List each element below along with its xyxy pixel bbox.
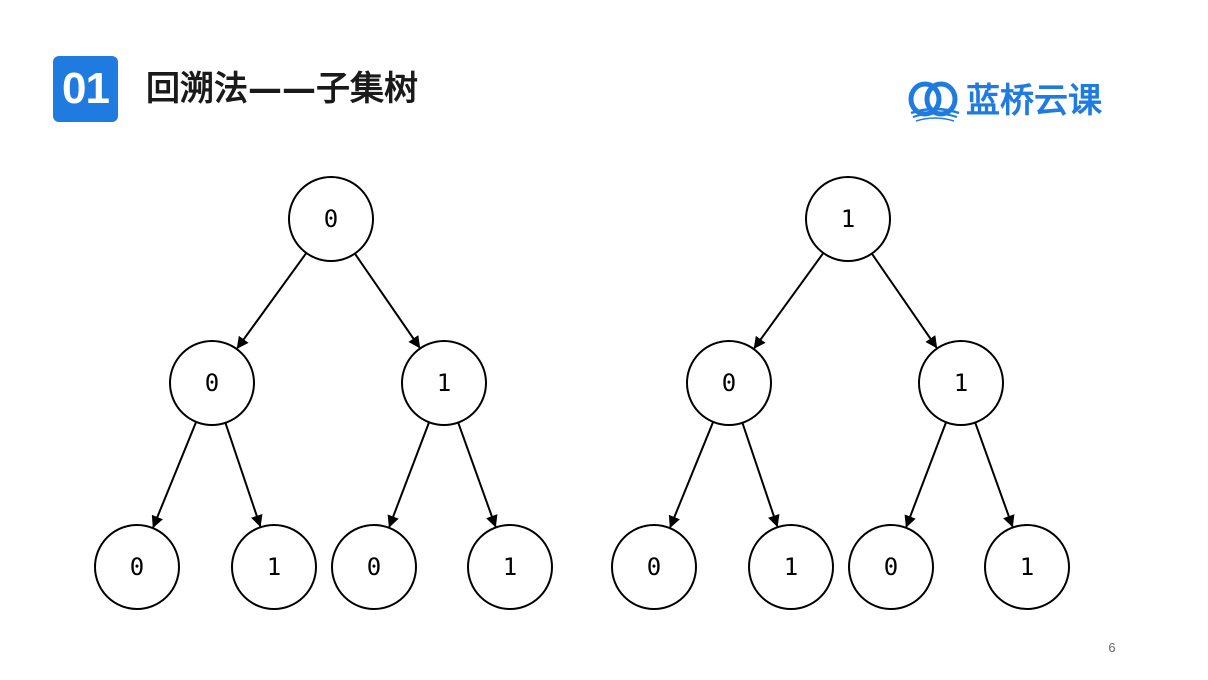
right-tree-level2-node-label: 0 [647, 553, 661, 581]
left-tree-level2-node-label: 0 [367, 553, 381, 581]
section-number-badge: 01 [53, 56, 118, 122]
left-tree-root-node: 0 [288, 176, 374, 262]
left-tree-level2-node: 0 [94, 524, 180, 610]
right-tree-root-node: 1 [805, 176, 891, 262]
right-tree-level2-node: 0 [848, 524, 934, 610]
right-tree-edge-l1-1-3 [974, 422, 1015, 528]
right-tree-edge-root-1 [871, 253, 938, 349]
left-tree-edge-root-0 [236, 252, 308, 350]
right-tree-level2-node: 1 [984, 524, 1070, 610]
left-tree-edge-l1-0-0 [151, 421, 198, 529]
left-tree-level2-node-label: 0 [130, 553, 144, 581]
right-tree-level1-node: 1 [918, 340, 1004, 426]
right-tree-edge-l1-0-0 [668, 421, 715, 529]
left-tree-edge-l1-1-3 [457, 422, 498, 528]
left-tree-level2-node: 1 [231, 524, 317, 610]
right-tree-level2-node-label: 1 [1020, 553, 1034, 581]
right-tree-level2-node: 0 [611, 524, 697, 610]
left-tree-level1-node-label: 0 [205, 369, 219, 397]
tree-edges [151, 252, 1015, 529]
left-tree-level2-node-circle [331, 524, 417, 610]
right-tree-level1-node: 0 [686, 340, 772, 426]
brand-name: 蓝桥云课 [966, 81, 1102, 121]
left-tree-edge-l1-0-1 [224, 422, 263, 528]
right-tree-level2-node-circle [748, 524, 834, 610]
right-tree-root-node-circle [805, 176, 891, 262]
left-tree-edge-root-1 [354, 253, 421, 349]
right-tree-edge-root-0 [753, 252, 825, 350]
left-tree-root-node-label: 0 [324, 205, 338, 233]
left-tree-level2-node-label: 1 [503, 553, 517, 581]
left-tree-level1-node: 0 [169, 340, 255, 426]
tree-nodes: 0 0 1 0 1 0 1 1 0 1 0 1 0 1 [94, 176, 1070, 610]
right-tree-level1-node-circle [686, 340, 772, 426]
left-tree-level2-node-circle [94, 524, 180, 610]
left-tree-level1-node-circle [401, 340, 487, 426]
right-tree-edge-l1-1-2 [904, 421, 948, 528]
left-tree-level2-node: 0 [331, 524, 417, 610]
right-tree-level2-node-circle [984, 524, 1070, 610]
right-tree-root-node-label: 1 [841, 205, 855, 233]
right-tree-level2-node-circle [848, 524, 934, 610]
right-tree-level2-node-label: 1 [784, 553, 798, 581]
right-tree-level2-node-label: 0 [884, 553, 898, 581]
page-number: 6 [1108, 640, 1116, 655]
left-tree-level2-node-circle [467, 524, 553, 610]
right-tree-level1-node-label: 0 [722, 369, 736, 397]
right-tree-level1-node-label: 1 [954, 369, 968, 397]
left-tree-edge-l1-1-2 [387, 421, 431, 528]
left-tree-level2-node-label: 1 [267, 553, 281, 581]
lanqiao-logo-icon [908, 81, 960, 122]
brand: 蓝桥云课 [908, 78, 1102, 124]
left-tree-level1-node-circle [169, 340, 255, 426]
left-tree-level2-node: 1 [467, 524, 553, 610]
left-tree-level1-node: 1 [401, 340, 487, 426]
left-tree-level1-node-label: 1 [437, 369, 451, 397]
right-tree-level1-node-circle [918, 340, 1004, 426]
left-tree-level2-node-circle [231, 524, 317, 610]
right-tree-level2-node: 1 [748, 524, 834, 610]
slide-title: 回溯法——子集树 [146, 69, 418, 109]
right-tree-edge-l1-0-1 [741, 422, 780, 528]
left-tree-root-node-circle [288, 176, 374, 262]
right-tree-level2-node-circle [611, 524, 697, 610]
